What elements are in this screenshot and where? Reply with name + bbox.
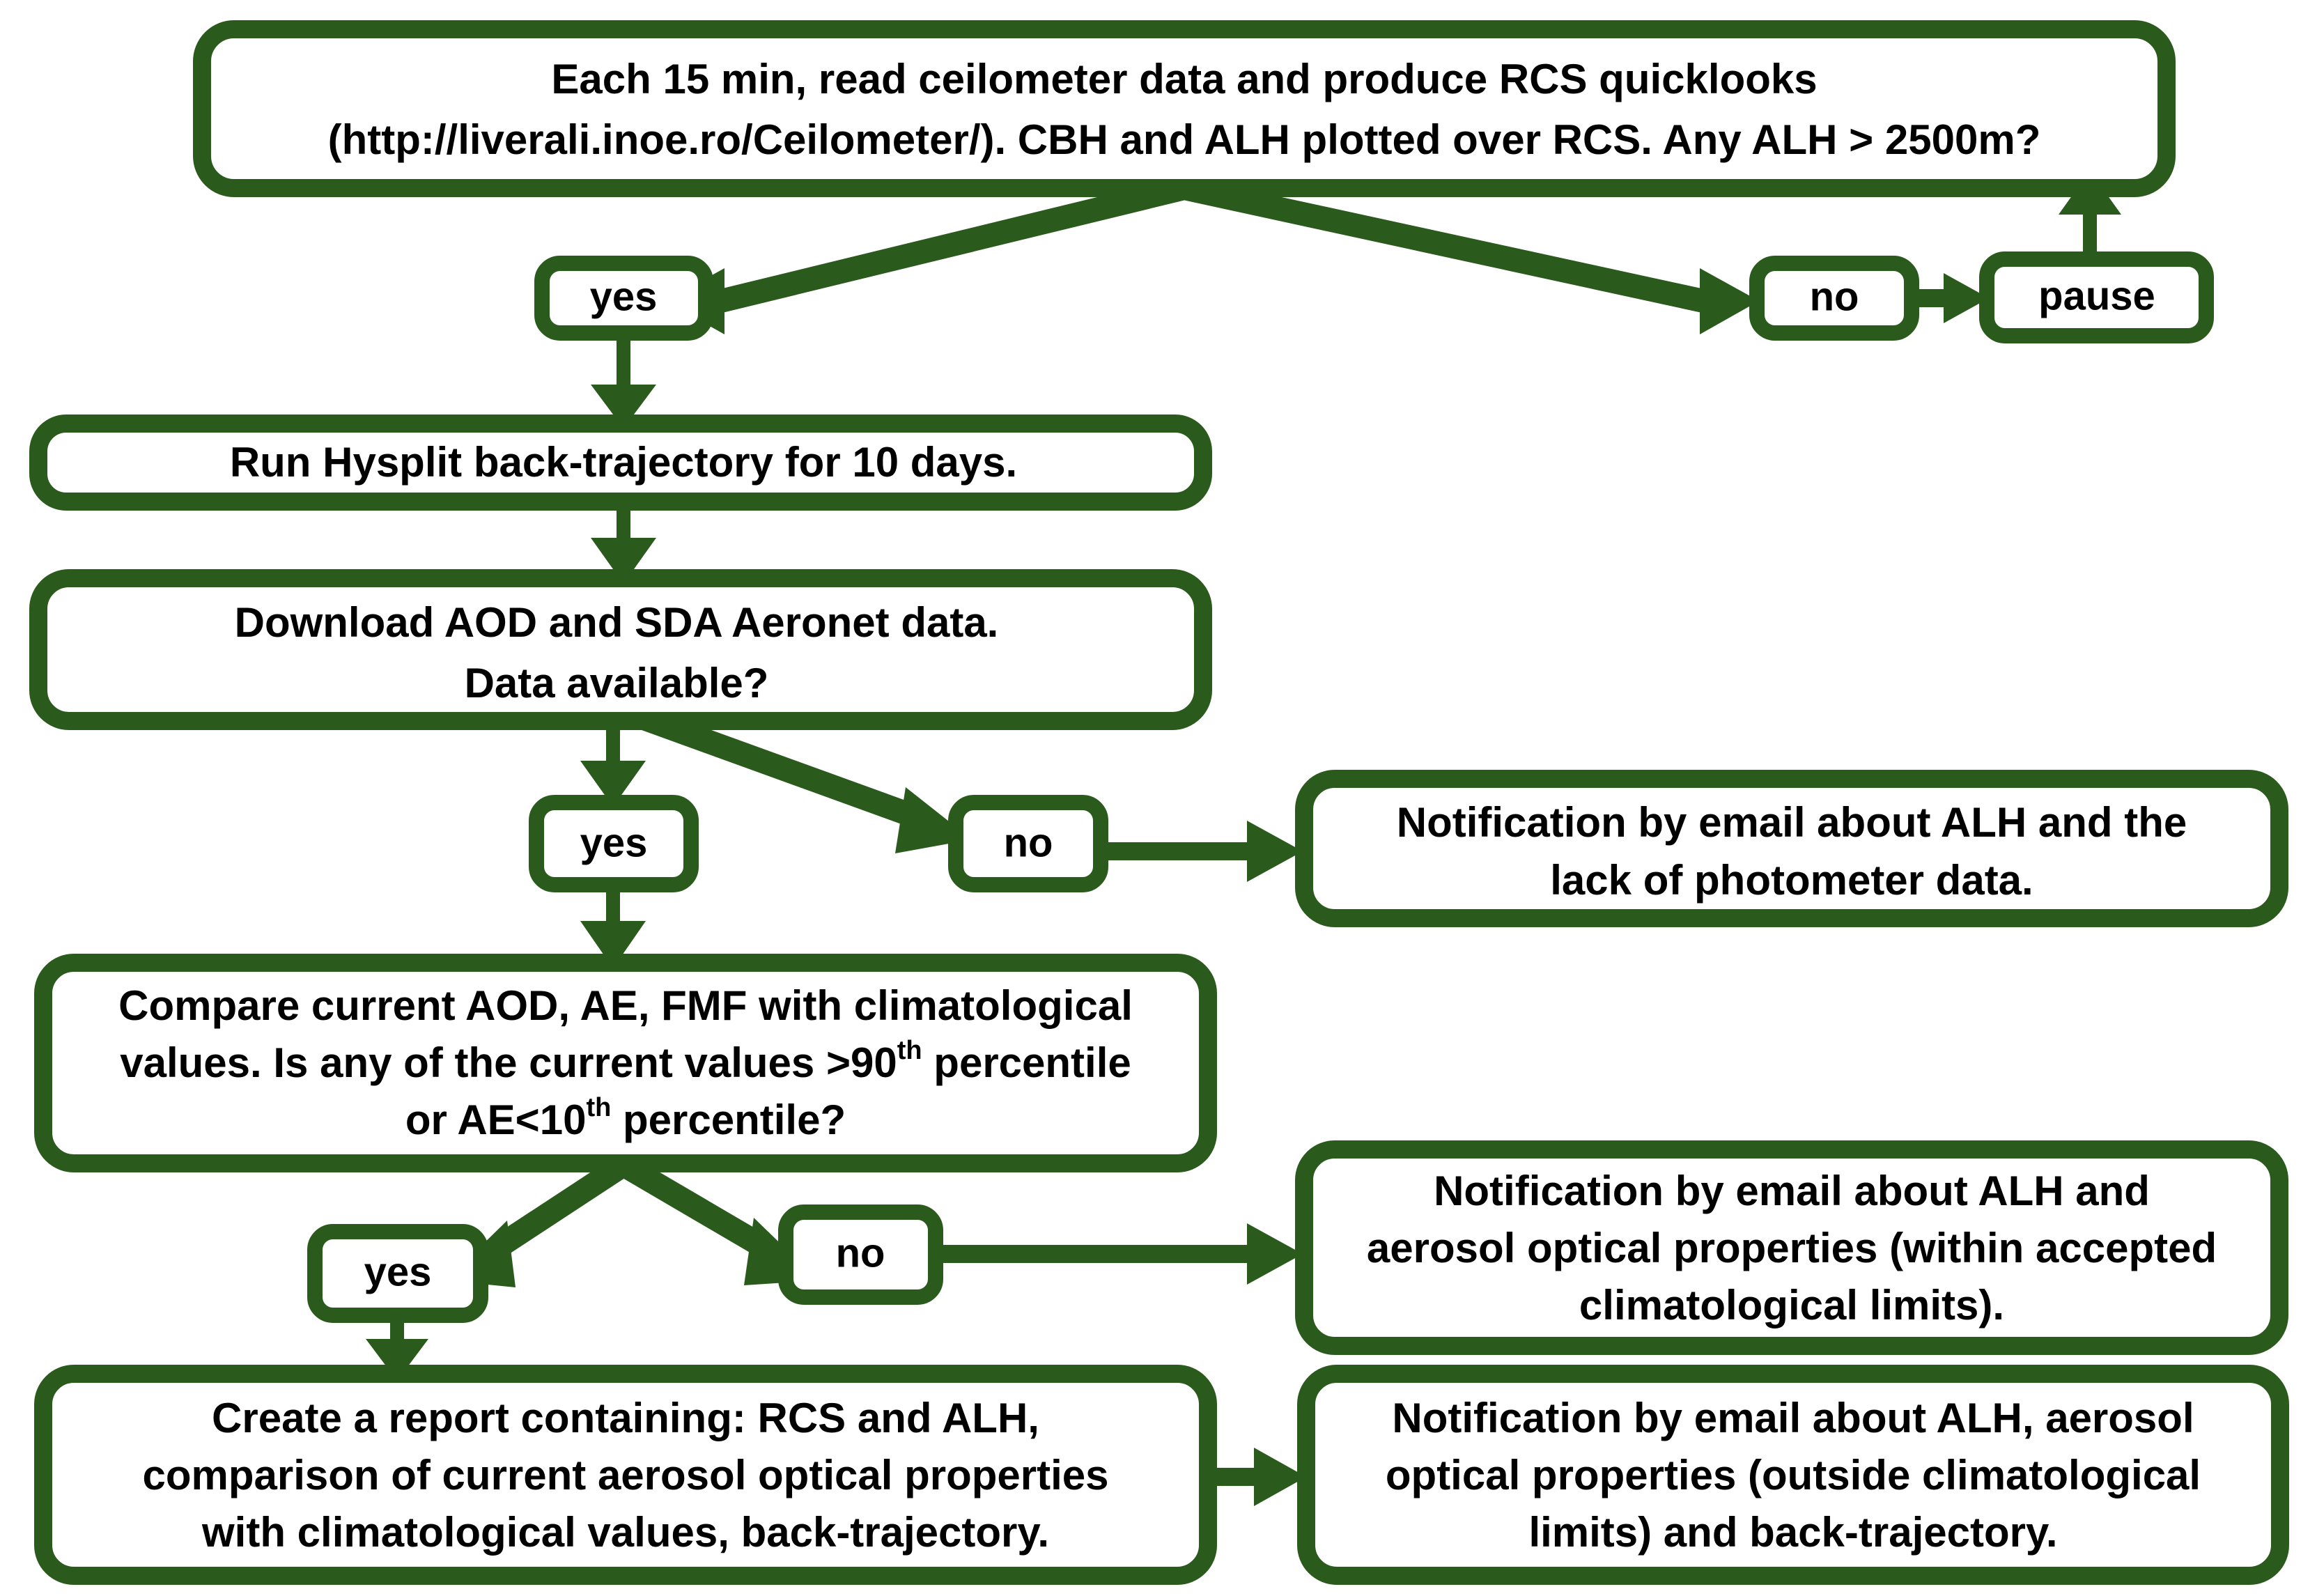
notify-within-line2: aerosol optical properties (within accep… <box>1367 1225 2217 1271</box>
node-no-3[interactable]: no <box>778 1204 943 1305</box>
edge-report-to-notify-outside <box>1209 1448 1306 1506</box>
edge-download-to-yes2 <box>580 718 646 807</box>
start-box-shape <box>193 20 2176 197</box>
no-3-label: no <box>836 1230 885 1276</box>
node-compare-climatology-decision[interactable]: Compare current AOD, AE, FMF with climat… <box>34 954 1217 1172</box>
node-run-hysplit[interactable]: Run Hysplit back-trajectory for 10 days. <box>29 415 1212 511</box>
compare-box-shape <box>34 954 1217 1172</box>
compare-line2-sup: th <box>897 1036 922 1065</box>
node-no-1[interactable]: no <box>1749 256 1919 341</box>
report-line2: comparison of current aerosol optical pr… <box>143 1452 1109 1498</box>
notify-nodata-line1: Notification by email about ALH and the <box>1397 799 2187 846</box>
compare-line2-pre: values. Is any of the current values >90 <box>120 1039 897 1086</box>
yes-2-label: yes <box>580 820 648 865</box>
report-box-shape <box>34 1365 1217 1585</box>
notify-outside-line2: optical properties (outside climatologic… <box>1386 1452 2201 1498</box>
notify-nodata-line2: lack of photometer data. <box>1550 857 2033 904</box>
yes-3-label: yes <box>364 1249 432 1294</box>
node-no-2[interactable]: no <box>948 795 1108 892</box>
compare-line3-sup: th <box>586 1093 611 1122</box>
pause-box-shape <box>1979 251 2214 343</box>
notify-within-box-shape <box>1295 1140 2288 1355</box>
compare-line1: Compare current AOD, AE, FMF with climat… <box>118 982 1133 1029</box>
yes-1-label: yes <box>590 274 658 319</box>
node-create-report[interactable]: Create a report containing: RCS and ALH,… <box>34 1365 1217 1585</box>
start-line2: (http://liverali.inoe.ro/Ceilometer/). C… <box>328 116 2041 163</box>
compare-line2-post: percentile <box>922 1039 1131 1086</box>
download-box-shape <box>29 569 1212 730</box>
notify-within-line1: Notification by email about ALH and <box>1434 1168 2150 1214</box>
download-line1: Download AOD and SDA Aeronet data. <box>235 599 999 646</box>
node-yes-3[interactable]: yes <box>307 1224 488 1323</box>
download-line2: Data available? <box>465 660 769 706</box>
node-notify-outside-limits[interactable]: Notification by email about ALH, aerosol… <box>1297 1365 2289 1585</box>
report-line3: with climatological values, back-traject… <box>201 1509 1049 1556</box>
report-line1: Create a report containing: RCS and ALH, <box>212 1395 1039 1441</box>
edge-start-to-no1 <box>1181 176 1759 334</box>
node-yes-1[interactable]: yes <box>534 256 713 341</box>
no-1-label: no <box>1810 274 1859 319</box>
node-pause[interactable]: pause <box>1979 251 2214 343</box>
no-1-box-shape <box>1749 256 1919 341</box>
compare-line2: values. Is any of the current values >90… <box>120 1036 1131 1086</box>
notify-outside-box-shape <box>1297 1365 2289 1585</box>
yes-3-box-shape <box>307 1224 488 1323</box>
yes-2-box-shape <box>529 795 699 892</box>
notify-within-line3: climatological limits). <box>1579 1282 2004 1328</box>
notify-nodata-box-shape <box>1295 770 2288 927</box>
hysplit-box-shape <box>29 415 1212 511</box>
edge-yes1-to-hysplit <box>591 334 656 428</box>
compare-line3-post: percentile? <box>611 1097 846 1143</box>
node-download-aeronet-decision[interactable]: Download AOD and SDA Aeronet data. Data … <box>29 569 1212 730</box>
node-notify-within-limits[interactable]: Notification by email about ALH and aero… <box>1295 1140 2288 1355</box>
notify-outside-line1: Notification by email about ALH, aerosol <box>1392 1395 2194 1441</box>
edge-no2-to-notify-nodata <box>1101 821 1303 882</box>
notify-outside-line3: limits) and back-trajectory. <box>1528 1509 2057 1556</box>
compare-line3-pre: or AE<10 <box>405 1097 587 1143</box>
edge-start-to-yes1 <box>665 176 1188 334</box>
no-2-label: no <box>1004 820 1053 865</box>
hysplit-line1: Run Hysplit back-trajectory for 10 days. <box>230 439 1017 486</box>
no-3-box-shape <box>778 1204 943 1305</box>
node-yes-2[interactable]: yes <box>529 795 699 892</box>
no-2-box-shape <box>948 795 1108 892</box>
node-notify-no-photometer-data[interactable]: Notification by email about ALH and the … <box>1295 770 2288 927</box>
node-read-ceilometer-decision[interactable]: Each 15 min, read ceilometer data and pr… <box>193 20 2176 197</box>
edge-no3-to-notify-within <box>933 1223 1303 1285</box>
compare-line3: or AE<10th percentile? <box>405 1093 846 1143</box>
start-line1: Each 15 min, read ceilometer data and pr… <box>551 56 1817 102</box>
pause-label: pause <box>2038 273 2155 318</box>
yes-1-box-shape <box>534 256 713 341</box>
